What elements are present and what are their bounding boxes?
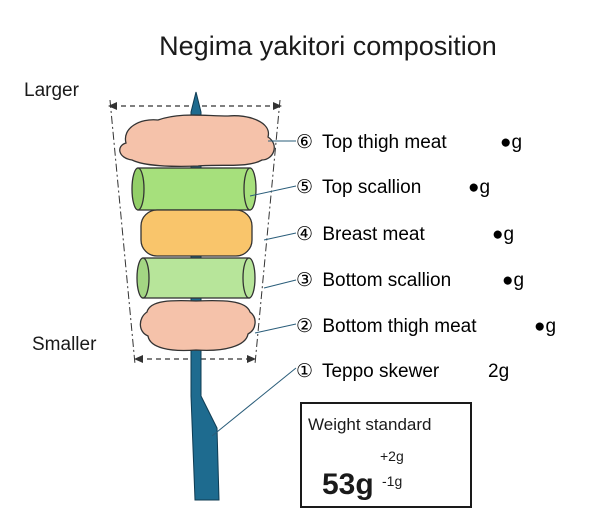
weight-standard-box: Weight standard +2g 53g -1g — [300, 402, 472, 508]
bottom-scallion-shape — [136, 257, 256, 299]
part-number: ② — [296, 316, 313, 337]
part-name: Bottom scallion — [322, 270, 451, 291]
part-number: ⑤ — [296, 177, 313, 198]
smaller-label: Smaller — [32, 334, 97, 355]
part-number: ① — [296, 361, 313, 382]
diagram-title: Negima yakitori composition — [159, 31, 497, 61]
weight-standard-frame — [300, 402, 472, 508]
weight-standard-plus: +2g — [380, 448, 404, 464]
weight-standard-value: 53g — [322, 468, 374, 501]
top-thigh-meat-shape — [119, 114, 275, 167]
larger-label: Larger — [24, 80, 80, 101]
top-scallion-shape — [131, 167, 257, 211]
part-label-top-scallion: ⑤ Top scallion ●g — [296, 177, 490, 198]
part-number: ④ — [296, 224, 313, 245]
weight-standard-title: Weight standard — [308, 415, 431, 434]
part-weight: ●g — [534, 316, 556, 337]
part-label-breast: ④ Breast meat ●g — [296, 224, 514, 245]
part-name: Bottom thigh meat — [322, 316, 477, 337]
part-weight: 2g — [488, 361, 509, 382]
part-label-skewer: ① Teppo skewer 2g — [296, 361, 509, 382]
bottom-thigh-meat-shape — [139, 299, 256, 352]
part-weight: ●g — [492, 224, 514, 245]
breast-meat-shape — [140, 209, 253, 257]
part-number: ③ — [296, 270, 313, 291]
taper-lines — [109, 99, 281, 365]
part-label-bottom-thigh: ② Bottom thigh meat ●g — [296, 316, 556, 337]
part-name: Top scallion — [322, 177, 421, 198]
part-name: Top thigh meat — [322, 132, 447, 153]
part-weight: ●g — [468, 177, 490, 198]
weight-standard-minus: -1g — [382, 473, 402, 489]
part-label-top-thigh: ⑥ Top thigh meat ●g — [296, 132, 522, 153]
part-weight: ●g — [500, 132, 522, 153]
part-name: Teppo skewer — [322, 361, 440, 382]
leader-lines — [211, 140, 297, 437]
part-name: Breast meat — [322, 224, 425, 245]
part-weight: ●g — [502, 270, 524, 291]
part-label-bottom-scallion: ③ Bottom scallion ●g — [296, 270, 524, 291]
part-number: ⑥ — [296, 132, 313, 153]
part-labels: ⑥ Top thigh meat ●g ⑤ Top scallion ●g ④ … — [296, 132, 556, 382]
